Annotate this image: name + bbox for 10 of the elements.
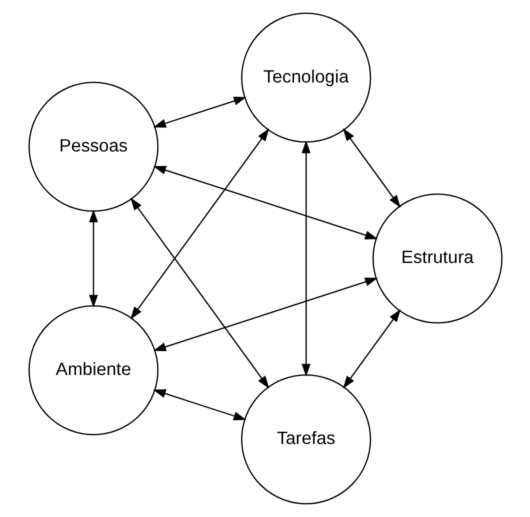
arrow — [130, 198, 269, 389]
arrow — [88, 209, 98, 308]
arrow — [152, 96, 246, 128]
arrow — [301, 140, 310, 377]
arrow — [342, 128, 400, 208]
arrow — [130, 128, 269, 320]
arrow — [152, 166, 378, 240]
arrow — [342, 309, 400, 389]
arrow — [152, 278, 378, 352]
arrow — [152, 389, 246, 420]
